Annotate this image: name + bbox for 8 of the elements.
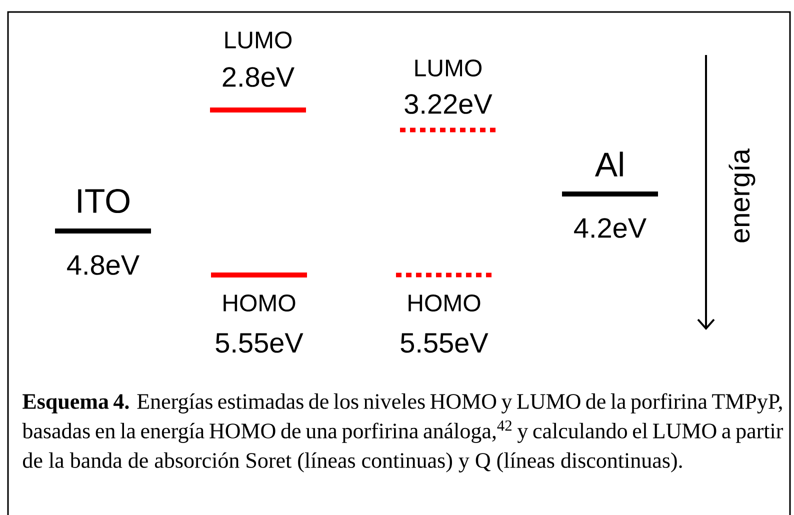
energy-level: HOMO 5.55eV — [211, 272, 307, 353]
energy-level: LUMO 3.22eV — [400, 60, 496, 132]
caption: Esquema 4. Energías estimadas de los niveles HOMO y LUMO de la porfirina TMPyP, basadas en la energía HOMO de una porfirina análoga,$^{42}$ y calculando el LUMO a partir de la banda de absorción Soret (líneas continuas) y Q (líneas discontinuas). — [22, 393, 784, 472]
energy-level: HOMO 5.55eV — [396, 272, 492, 353]
axis-label: energía — [728, 148, 756, 242]
energy-level: LUMO 2.8eV — [210, 32, 306, 112]
energy-level: ITO 4.8eV — [55, 188, 151, 275]
energy-level: Al 4.2eV — [562, 152, 658, 238]
